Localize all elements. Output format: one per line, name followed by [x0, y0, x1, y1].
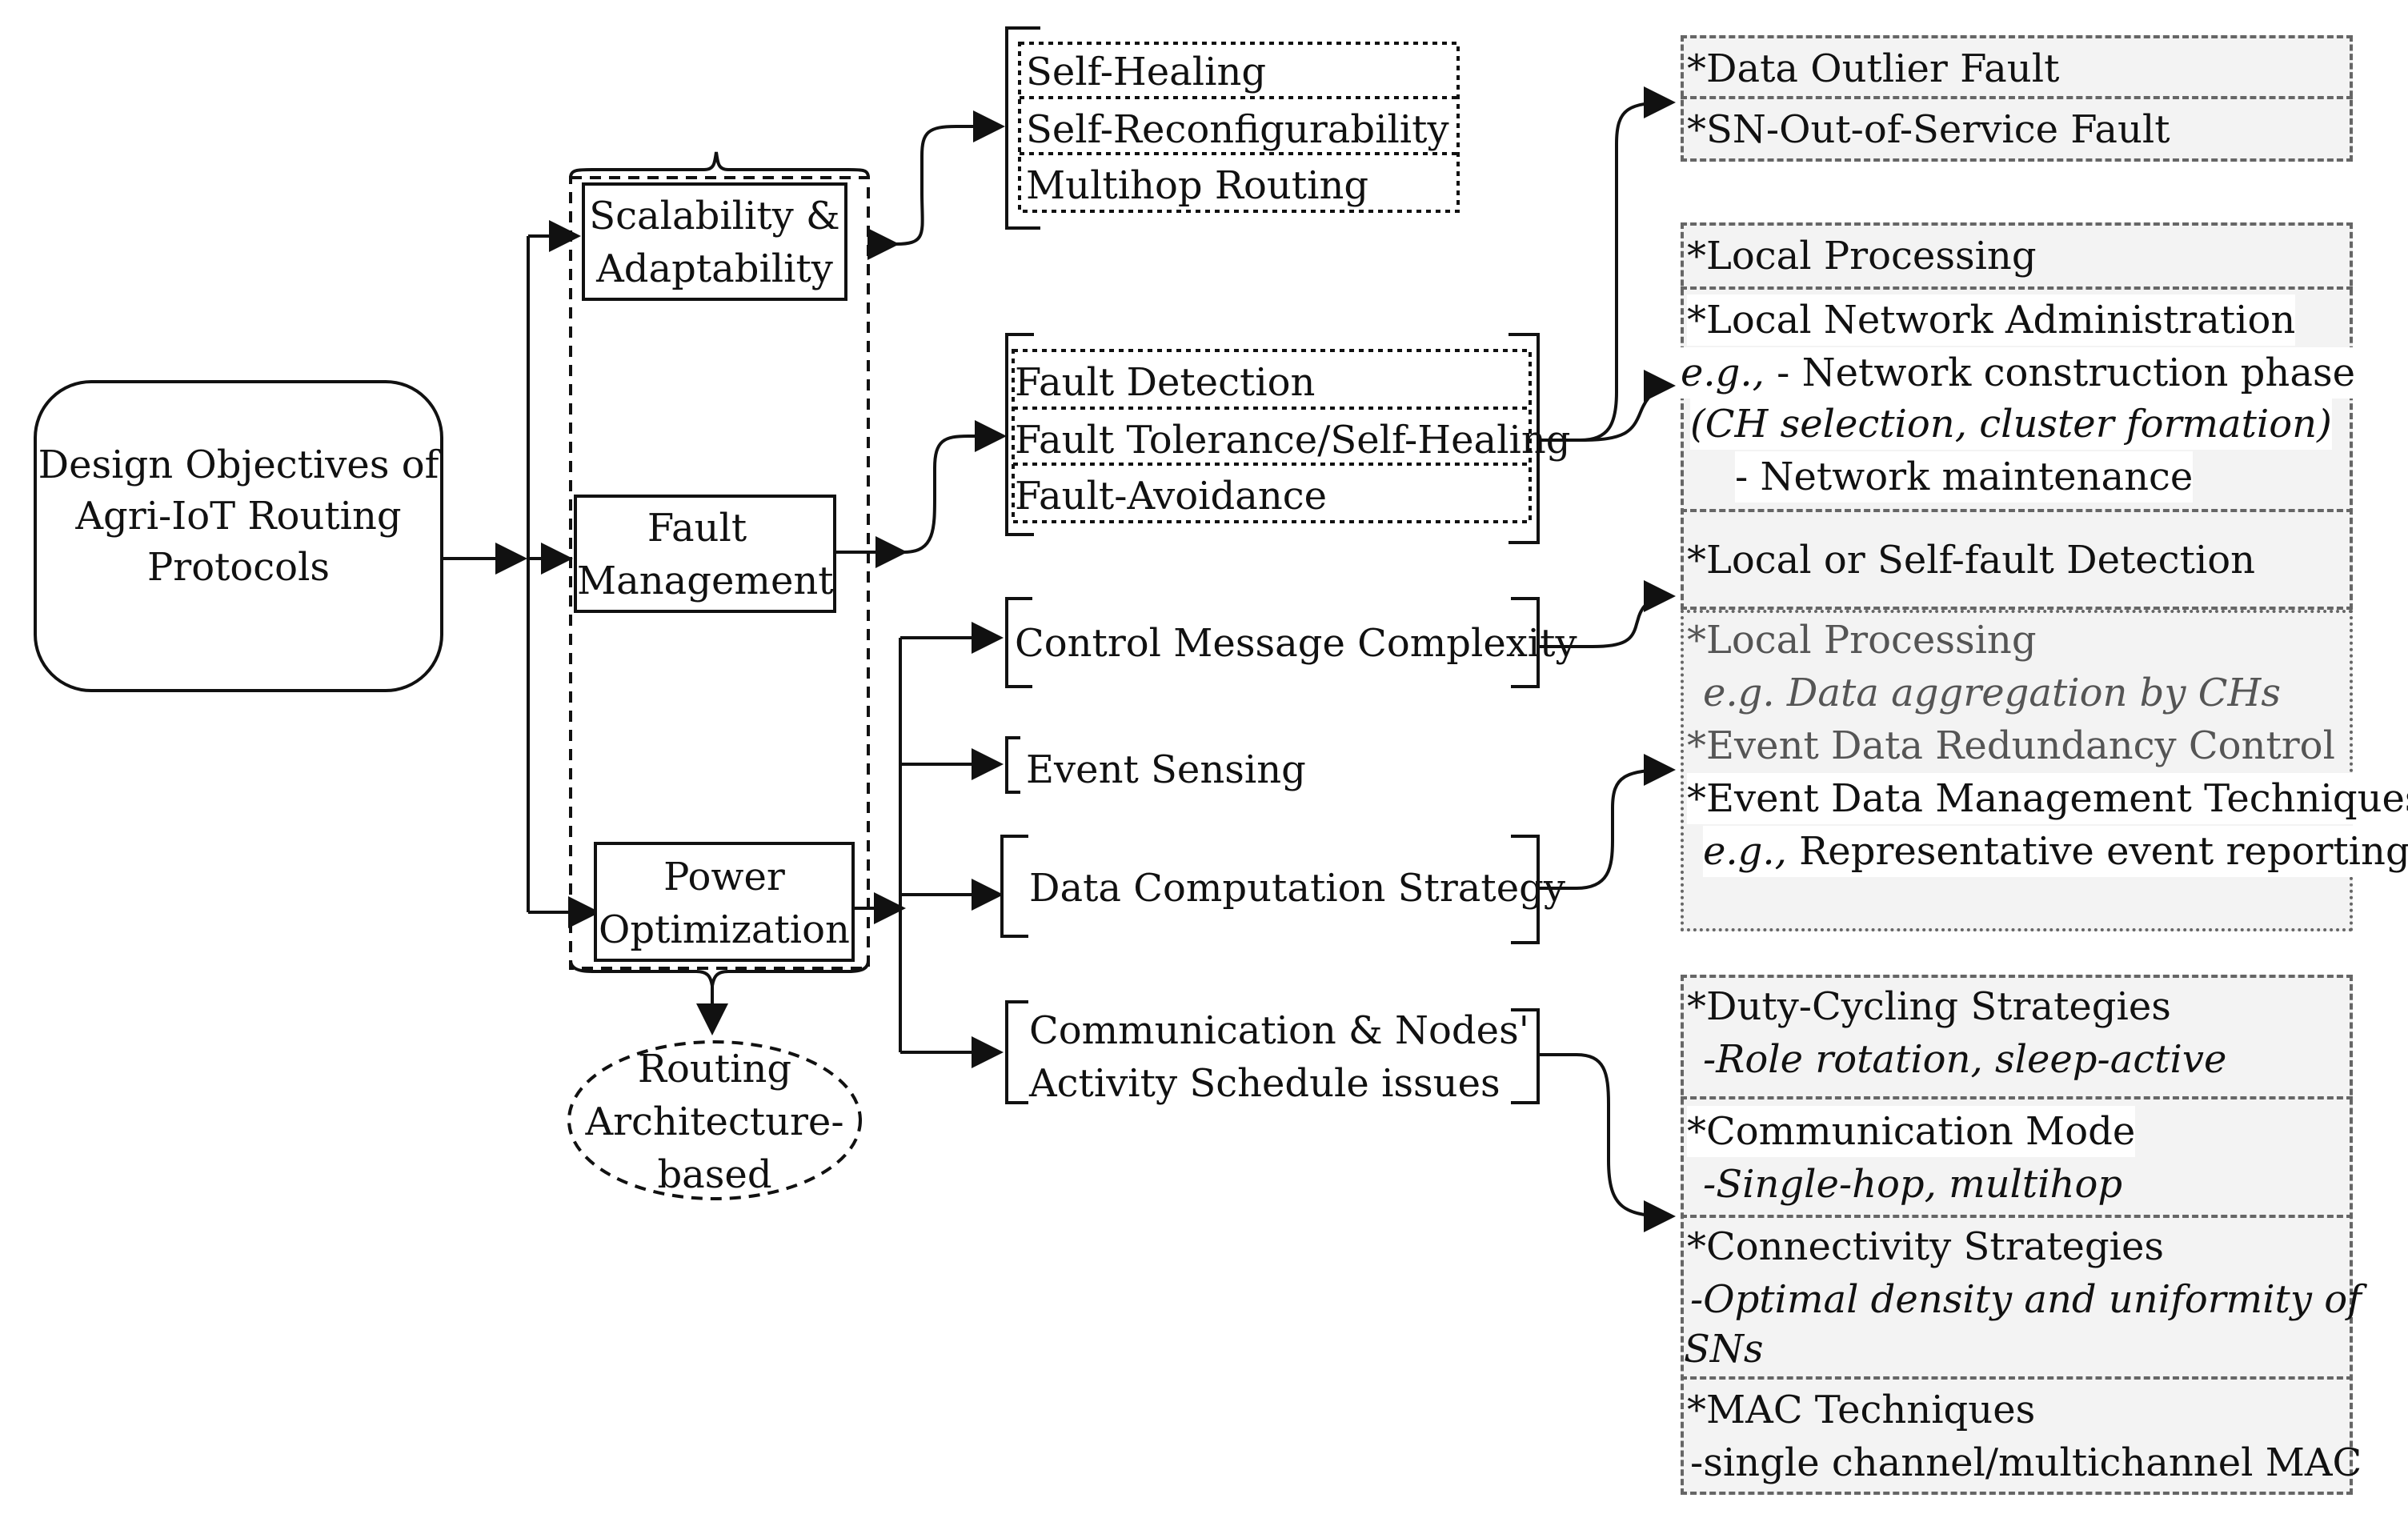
control-to-panel-curve [1538, 580, 1676, 648]
panel-data-r5: e.g., Representative event reporting [1703, 826, 2408, 877]
routing-line2: Architecture- [585, 1099, 844, 1144]
scalability-line2: Adaptability [596, 246, 833, 291]
panel-comm-r1: *Duty-Cycling Strategies [1687, 984, 2171, 1029]
panel-comm-r3: *Communication Mode [1687, 1106, 2136, 1157]
comm-to-panel-curve [1538, 1053, 1676, 1232]
panel-comm-sep1 [1681, 1096, 2353, 1099]
panel-local-r1: *Local Processing [1687, 234, 2037, 278]
scal-item-multihop: Multihop Routing [1026, 163, 1369, 208]
panel-comm-sep2 [1681, 1215, 2353, 1218]
panel-data-r4: *Event Data Management Techniques [1687, 773, 2408, 824]
panel-communication [1681, 975, 2353, 1495]
power-item-comm-line1: Communication & Nodes' [1029, 1008, 1529, 1053]
scal-item-self-reconfig: Self-Reconfigurability [1026, 107, 1449, 152]
control-left-bracket [1005, 597, 1032, 688]
root-line3: Protocols [146, 545, 331, 590]
panel-data-computation [1681, 610, 2353, 931]
top-brace [569, 151, 870, 178]
datacomp-to-panel-curve [1538, 754, 1676, 890]
event-left-bracket [1005, 736, 1020, 794]
fault-to-local-curve [1538, 370, 1676, 442]
fault-item-tolerance: Fault Tolerance/Self-Healing [1015, 418, 1571, 463]
scalability-items-bracket [1005, 26, 1040, 230]
panel-comm-sep3 [1681, 1376, 2353, 1380]
panel-local-r3: e.g., - Network construction phase [1681, 347, 2355, 399]
category-group-frame [569, 176, 870, 970]
control-right-bracket [1511, 597, 1540, 688]
fault-items-frame [1012, 349, 1532, 523]
routing-line3: based [657, 1152, 772, 1197]
panel-local-sep2 [1681, 509, 2353, 512]
panel-data-r3: *Event Data Redundancy Control [1687, 723, 2335, 768]
root-node: Design Objectives of Agri-IoT Routing Pr… [34, 380, 443, 692]
panel-comm-r8: *MAC Techniques [1687, 1388, 2036, 1432]
panel-local-r2: *Local Network Administration [1687, 294, 2296, 346]
panel-local-sep1 [1681, 286, 2353, 290]
routing-arch-ellipse [567, 1040, 862, 1200]
comm-left-bracket [1005, 1000, 1028, 1104]
panel-fault-r1: *Data Outlier Fault [1687, 46, 2060, 91]
fault-curve [904, 420, 1007, 554]
power-item-comm-line2: Activity Schedule issues [1029, 1061, 1500, 1106]
panel-data-r2: e.g. Data aggregation by CHs [1703, 671, 2281, 715]
scalability-curve [895, 110, 1005, 246]
panel-comm-r5: *Connectivity Strategies [1687, 1224, 2165, 1269]
power-item-event: Event Sensing [1026, 747, 1306, 792]
fault-item-avoidance: Fault-Avoidance [1015, 474, 1328, 519]
panel-comm-r2: -Role rotation, sleep-active [1703, 1037, 2227, 1082]
power-line2: Optimization [599, 907, 850, 952]
panel-local-r5: - Network maintenance [1735, 451, 2194, 503]
fault-line2: Management [577, 559, 834, 603]
panel-comm-r9: -single channel/multichannel MAC [1690, 1440, 2362, 1485]
panel-fault-types-sep [1681, 96, 2353, 99]
bottom-brace [569, 959, 870, 987]
panel-data-r1: *Local Processing [1687, 618, 2037, 663]
datacomp-left-bracket [1000, 835, 1028, 938]
power-node: Power Optimization [594, 842, 855, 962]
panel-comm-r4: -Single-hop, multihop [1703, 1162, 2123, 1207]
fault-items-left-bracket [1005, 333, 1034, 536]
power-item-control: Control Message Complexity [1015, 621, 1577, 666]
fault-node: Fault Management [574, 495, 836, 613]
panel-data-r5-text: Representative event reporting [1786, 829, 2408, 874]
panel-local-r3-text: - Network construction phase [1764, 350, 2355, 395]
root-line1: Design Objectives of [38, 443, 439, 487]
fault-line1: Fault [647, 506, 747, 551]
panel-local-r4: (CH selection, cluster formation) [1690, 399, 2332, 450]
power-item-datacomp: Data Computation Strategy [1029, 866, 1565, 911]
panel-comm-r7: SNs [1684, 1327, 1764, 1372]
root-line2: Agri-IoT Routing [75, 494, 402, 539]
routing-line1: Routing [637, 1047, 792, 1091]
panel-fault-r2: *SN-Out-of-Service Fault [1687, 107, 2170, 152]
power-line1: Power [663, 855, 785, 899]
scalability-node: Scalability & Adaptability [582, 182, 847, 301]
fault-item-detection: Fault Detection [1015, 360, 1316, 405]
scal-item-self-healing: Self-Healing [1026, 50, 1267, 94]
scalability-line1: Scalability & [589, 194, 840, 238]
scalability-items-frame [1018, 42, 1460, 213]
panel-comm-r6: -Optimal density and uniformity of [1690, 1277, 2362, 1322]
panel-data-r5-eg: e.g., [1703, 829, 1787, 874]
panel-local-r3-eg: e.g., [1681, 350, 1765, 395]
panel-local-r6: *Local or Self-fault Detection [1687, 538, 2256, 583]
fault-to-panel-curve [1538, 86, 1676, 442]
